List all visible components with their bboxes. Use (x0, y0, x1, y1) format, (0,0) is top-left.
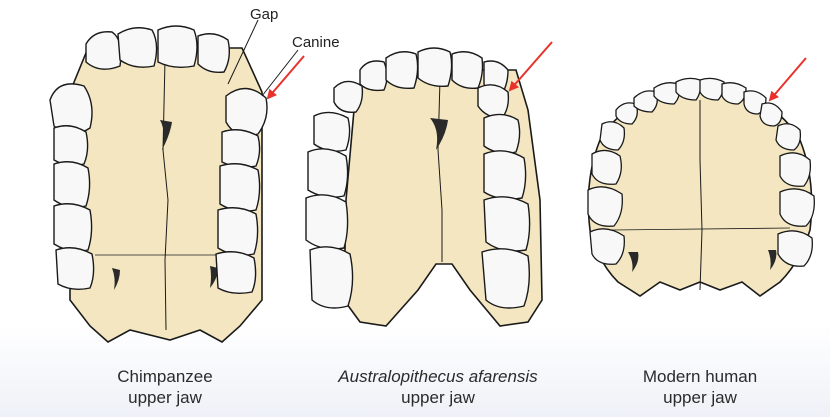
modern-human-caption-line1: Modern human (642, 367, 758, 386)
canine-pointer-line (261, 49, 299, 97)
chimpanzee-caption-line1: Chimpanzee (117, 367, 213, 386)
chimpanzee-caption-line2: upper jaw (128, 388, 202, 407)
gap-pointer-line (227, 19, 259, 85)
modern-human-left-cheek-teeth (587, 121, 626, 265)
canine-label: Canine (292, 34, 340, 51)
australopithecus-caption: Australopithecus afarensis upper jaw (318, 366, 558, 408)
chimpanzee-canines (49, 83, 268, 137)
australopithecus-canines (333, 80, 510, 119)
gap-label: Gap (250, 6, 279, 23)
modern-human-front-teeth (615, 77, 783, 127)
australopithecus-jaw (305, 41, 553, 327)
chimpanzee-canine-arrow (266, 55, 305, 100)
modern-human-caption-line2: upper jaw (663, 388, 737, 407)
modern-human-caption: Modern human upper jaw (620, 366, 780, 408)
australopithecus-caption-line2: upper jaw (401, 388, 475, 407)
chimpanzee-incisors (85, 25, 231, 74)
chimpanzee-left-cheek-teeth (53, 125, 95, 291)
modern-human-right-cheek-teeth (775, 123, 815, 267)
australopithecus-incisors (359, 47, 509, 95)
australopithecus-canine-arrow (508, 41, 553, 92)
modern-human-jaw (587, 57, 815, 297)
modern-human-canine-arrow (768, 57, 807, 102)
chimpanzee-caption: Chimpanzee upper jaw (90, 366, 240, 408)
chimpanzee-right-cheek-teeth (215, 129, 261, 295)
australopithecus-right-cheek-teeth (481, 113, 531, 309)
chimpanzee-jaw (49, 19, 305, 343)
australopithecus-caption-line1: Australopithecus afarensis (338, 367, 538, 386)
australopithecus-left-cheek-teeth (305, 111, 354, 309)
